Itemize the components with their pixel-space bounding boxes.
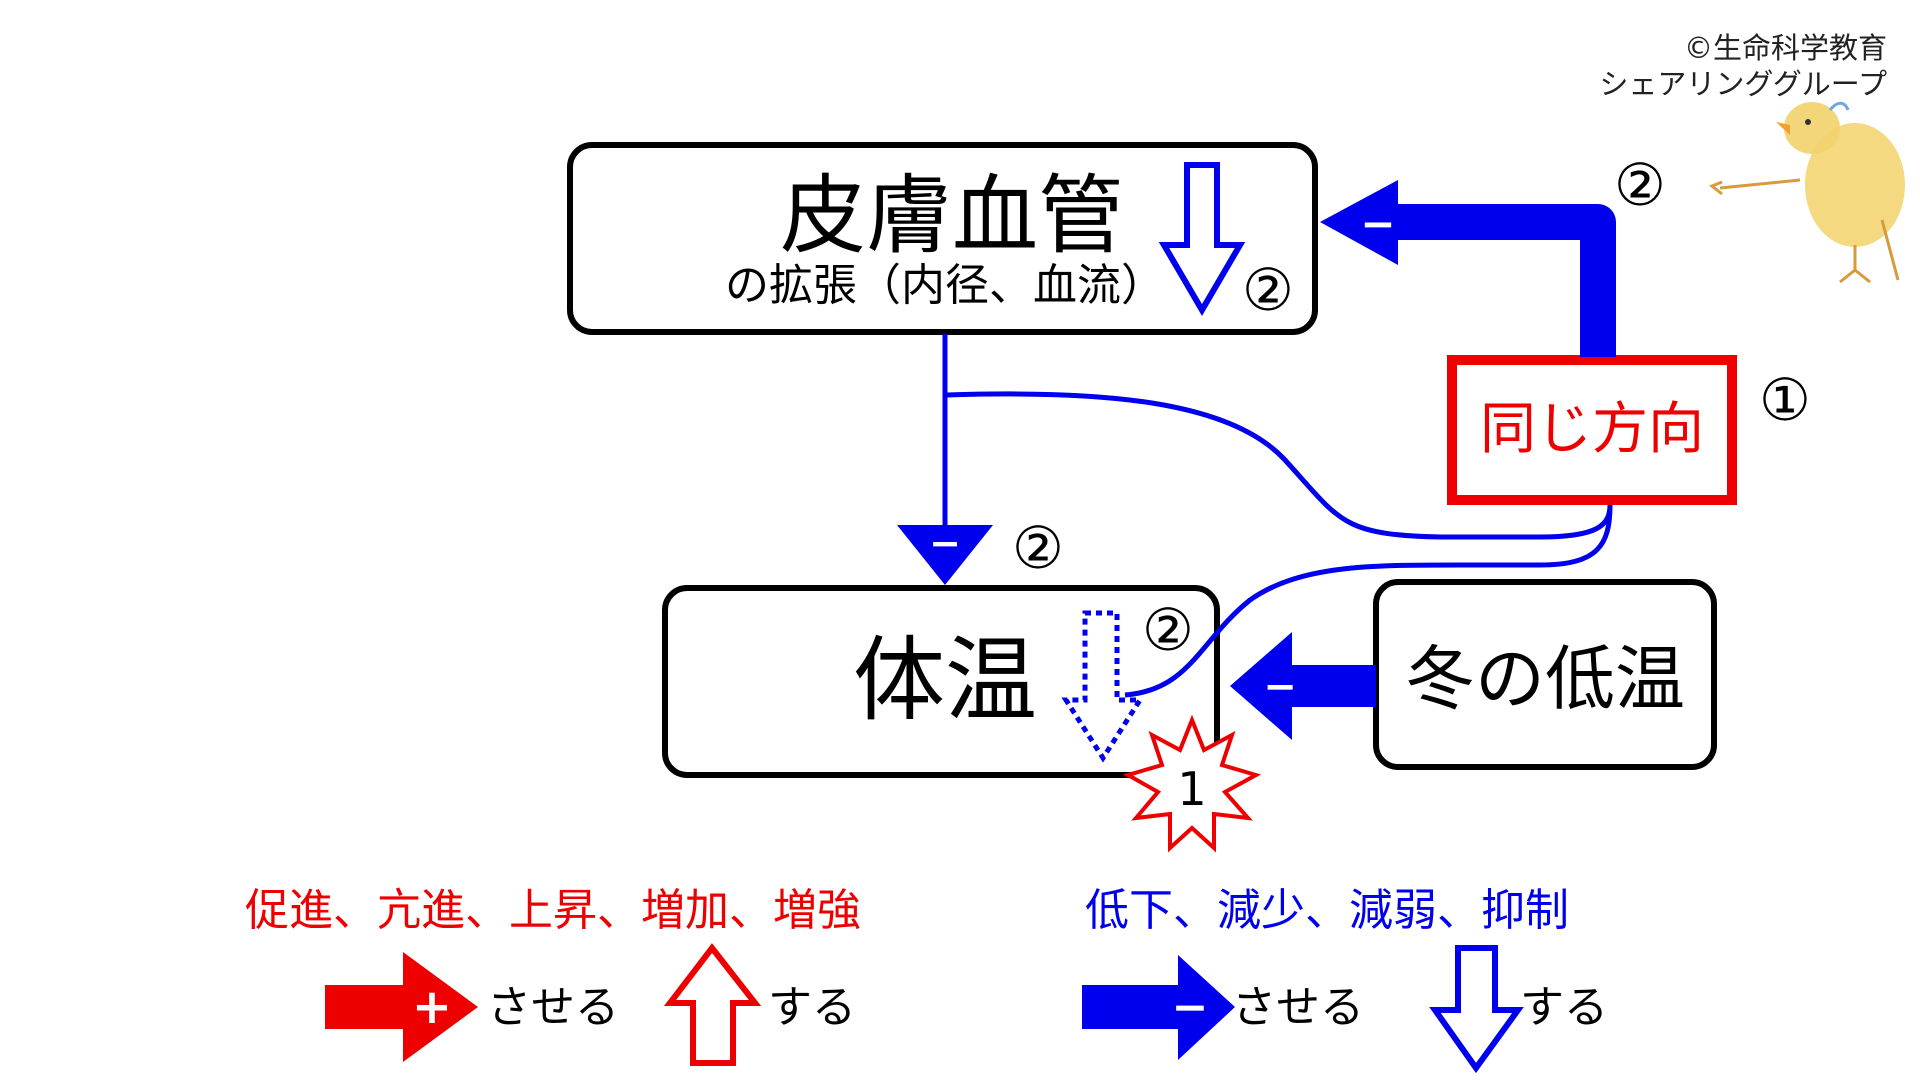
skin-vessel-box bbox=[567, 142, 1318, 335]
alert-burst-icon bbox=[1122, 714, 1262, 853]
same-direction-label: 同じ方向 bbox=[1480, 397, 1704, 462]
same-direction-box bbox=[1447, 355, 1737, 505]
body-temp-title: 体温 bbox=[853, 627, 1037, 734]
feedback-curve-upper bbox=[946, 391, 1613, 540]
step-2-marker-vertical: ② bbox=[1012, 514, 1064, 582]
skin-vessel-title: 皮膚血管 bbox=[780, 166, 1124, 266]
decrease-arrow-skin bbox=[1158, 162, 1246, 316]
cold-arrow-head bbox=[1230, 632, 1292, 740]
plus-sign-legend: + bbox=[412, 979, 452, 1035]
feedback-curve-lower bbox=[1124, 504, 1613, 698]
copyright-notice: ©生命科学教育 シェアリンググループ bbox=[1599, 30, 1887, 102]
inhibit-triangle-temp bbox=[897, 525, 993, 585]
minus-sign-skin: − bbox=[1360, 199, 1395, 248]
minus-sign-cold: − bbox=[1263, 664, 1297, 710]
legend-does-blue: する bbox=[1520, 982, 1608, 1033]
legend-promote-arrow-shaft bbox=[325, 985, 403, 1029]
skin-vessel-subtitle: の拡張（内径、血流） bbox=[725, 260, 1165, 311]
chick-icon bbox=[1709, 101, 1905, 284]
legend-decrease-terms: 低下、減少、減弱、抑制 bbox=[1085, 885, 1569, 936]
body-temp-box bbox=[662, 585, 1220, 778]
copyright-line-1: ©生命科学教育 bbox=[1683, 31, 1887, 65]
minus-sign-legend: − bbox=[1172, 982, 1209, 1033]
legend-increase-terms: 促進、亢進、上昇、増加、増強 bbox=[245, 885, 861, 936]
legend-decrease-arrow-icon bbox=[1429, 945, 1524, 1074]
legend-causes-blue: させる bbox=[1232, 982, 1364, 1033]
winter-cold-title: 冬の低温 bbox=[1405, 638, 1685, 720]
legend-causes-red: させる bbox=[487, 982, 619, 1033]
burst-number: 1 bbox=[1177, 762, 1206, 816]
legend-does-red: する bbox=[768, 982, 856, 1033]
legend-promote-arrow-head bbox=[403, 952, 478, 1062]
inhibit-arrow-shaft-skin bbox=[1388, 204, 1616, 357]
inhibit-arrow-head-skin bbox=[1320, 180, 1398, 265]
minus-sign-temp: − bbox=[929, 521, 961, 565]
step-2-marker-temp: ② bbox=[1142, 596, 1194, 664]
decrease-arrow-dotted bbox=[1061, 610, 1145, 763]
legend-inhibit-arrow-shaft bbox=[1082, 985, 1180, 1029]
copyright-line-2: シェアリンググループ bbox=[1599, 67, 1887, 101]
legend-increase-arrow-icon bbox=[663, 943, 762, 1066]
step-2-marker-arrow: ② bbox=[1614, 151, 1666, 219]
legend-inhibit-arrow-head bbox=[1178, 955, 1235, 1060]
step-2-marker-skin: ② bbox=[1242, 256, 1294, 324]
step-1-marker: ① bbox=[1759, 366, 1811, 434]
